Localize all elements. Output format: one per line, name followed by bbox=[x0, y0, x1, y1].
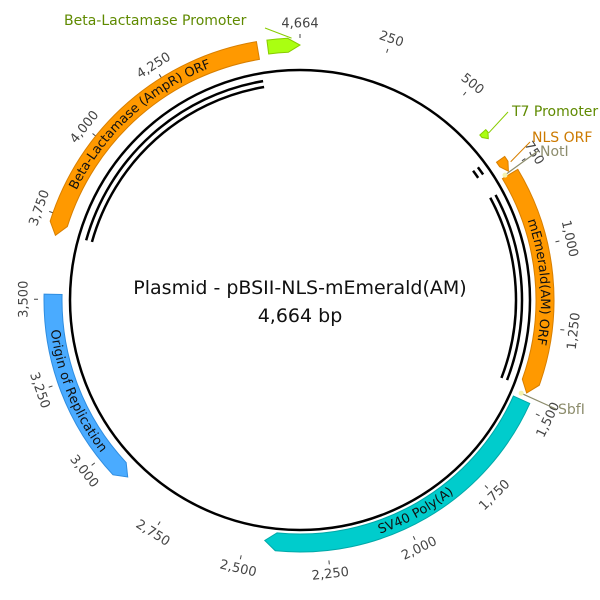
tick-label: 3,250 bbox=[26, 370, 52, 410]
tick-label: 2,000 bbox=[399, 534, 439, 564]
tick-label: 3,750 bbox=[26, 188, 53, 228]
strand-line bbox=[84, 79, 264, 241]
feature-sv40-label: SV40 Poly(A) bbox=[376, 484, 456, 537]
tick-marks: 2505007501,0001,2501,5001,7502,0002,2502… bbox=[16, 17, 583, 584]
tick-label: 2,750 bbox=[133, 517, 172, 550]
site-sbfi-label[interactable]: SbfI bbox=[558, 402, 585, 418]
strand-line bbox=[472, 170, 480, 179]
site-noti-leader bbox=[502, 150, 539, 177]
feature-ori-label: Origin of Replication bbox=[47, 329, 110, 456]
tick-label: 1,000 bbox=[558, 219, 581, 259]
strand-line bbox=[494, 194, 524, 381]
feature-nls-label: NLS ORF bbox=[532, 130, 592, 146]
feature-bla-promoter-label: Beta-Lactamase Promoter bbox=[64, 13, 247, 29]
tick-label: 1,750 bbox=[476, 477, 513, 514]
tick-mark bbox=[49, 210, 54, 214]
tick-label: 3,500 bbox=[16, 281, 31, 318]
restriction-sites: NotI SbfI bbox=[502, 144, 585, 418]
feature-memerald-arrow[interactable] bbox=[501, 168, 555, 394]
feature-t7-leader bbox=[488, 111, 509, 134]
tick-mark bbox=[48, 385, 53, 388]
tick-label: 250 bbox=[377, 28, 405, 50]
site-noti-label[interactable]: NotI bbox=[540, 144, 569, 160]
tick-label: 3,000 bbox=[66, 452, 101, 490]
feature-bla-promoter-arrow[interactable] bbox=[266, 37, 301, 55]
tick-label: 500 bbox=[458, 71, 487, 98]
plasmid-backbone bbox=[68, 68, 532, 532]
tick-mark bbox=[157, 521, 161, 526]
tick-mark bbox=[555, 240, 560, 243]
tick-mark bbox=[463, 91, 467, 96]
tick-mark bbox=[412, 536, 416, 541]
site-sbfi-leader bbox=[519, 391, 557, 410]
plasmid-title: Plasmid - pBSII-NLS-mEmerald(AM) bbox=[133, 277, 466, 299]
tick-mark bbox=[239, 555, 242, 560]
tick-mark bbox=[521, 158, 526, 162]
tick-mark bbox=[158, 74, 162, 78]
tick-mark bbox=[535, 413, 540, 417]
feature-bla-promoter-leader bbox=[264, 27, 292, 39]
tick-mark bbox=[92, 133, 96, 137]
feature-sv40-arrow[interactable] bbox=[263, 395, 531, 553]
tick-label: 2,250 bbox=[311, 565, 350, 584]
feature-t7-label: T7 Promoter bbox=[511, 104, 598, 120]
tick-label: 1,250 bbox=[565, 312, 584, 351]
feature-ori-arrow[interactable] bbox=[43, 293, 129, 478]
feature-t7-arrow[interactable] bbox=[479, 128, 489, 140]
site-sbfi-marker[interactable] bbox=[518, 390, 524, 396]
strand-line bbox=[476, 166, 485, 176]
tick-mark bbox=[91, 462, 96, 466]
orf-strand-lines bbox=[84, 79, 524, 381]
site-noti-marker[interactable] bbox=[502, 172, 508, 178]
feature-nls-leader bbox=[510, 141, 531, 163]
feature-ampr-arrow[interactable] bbox=[49, 41, 261, 237]
strand-line bbox=[489, 197, 518, 379]
feature-nls-arrow[interactable] bbox=[495, 155, 509, 172]
tick-label: 4,664 bbox=[281, 17, 318, 32]
plasmid-length: 4,664 bp bbox=[258, 305, 343, 327]
tick-mark bbox=[386, 48, 389, 53]
strand-line bbox=[90, 85, 265, 243]
tick-mark bbox=[484, 485, 489, 489]
tick-label: 2,500 bbox=[218, 557, 258, 580]
